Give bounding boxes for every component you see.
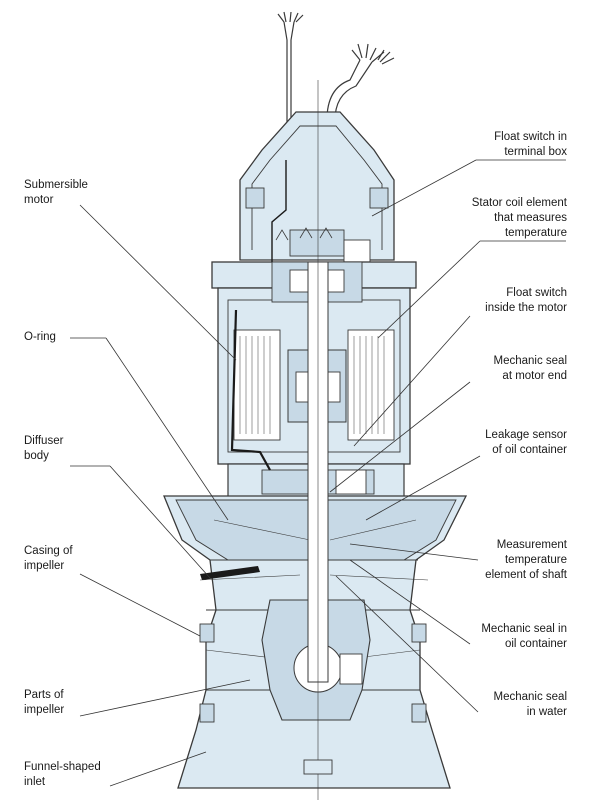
label-funnel-shaped-inlet: Funnel-shaped inlet <box>24 761 101 788</box>
label-parts-of-impeller: Parts of impeller <box>24 689 65 716</box>
label-diffuser-body: Diffuser body <box>24 435 64 462</box>
leader-lines <box>70 159 566 787</box>
label-float-switch-inside-motor: Float switch inside the motor <box>485 287 567 314</box>
terminal-box <box>239 111 395 263</box>
label-float-switch-terminal-box: Float switch in terminal box <box>494 131 567 158</box>
label-casing-of-impeller: Casing of impeller <box>24 545 73 572</box>
label-mechanic-seal-oil-container: Mechanic seal in oil container <box>481 623 567 650</box>
label-measurement-temperature-element: Measurement temperature element of shaft <box>485 539 567 581</box>
label-leakage-sensor: Leakage sensor of oil container <box>485 429 567 456</box>
label-o-ring: O-ring <box>24 331 56 343</box>
label-mechanic-seal-motor-end: Mechanic seal at motor end <box>493 355 567 382</box>
label-stator-coil-element: Stator coil element that measures temper… <box>471 197 567 239</box>
label-mechanic-seal-water: Mechanic seal in water <box>493 691 567 718</box>
shaft <box>303 80 333 800</box>
label-submersible-motor: Submersible motor <box>24 179 88 206</box>
internal-cable <box>230 160 287 471</box>
